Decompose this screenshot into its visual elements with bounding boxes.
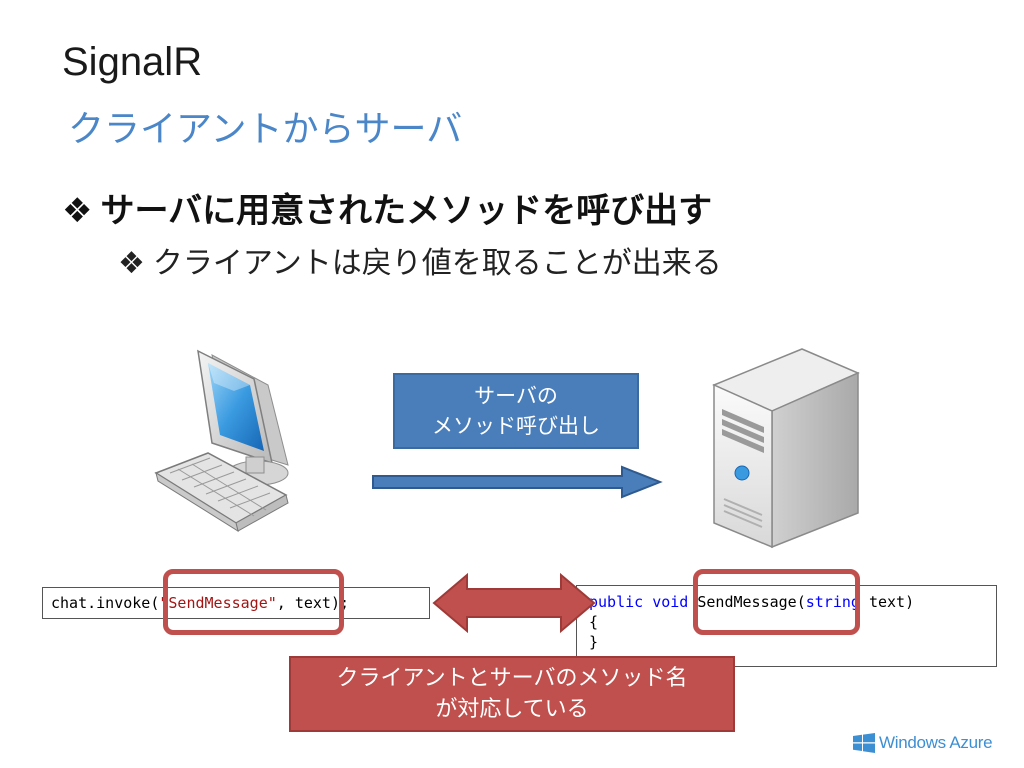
call-label-line-1: サーバの — [474, 384, 558, 408]
server-code-snippet: public void SendMessage(string text) {} — [576, 585, 997, 667]
method-name-note: クライアントとサーバのメソッド名 が対応している — [289, 656, 735, 732]
server-code-keyword-string: string — [805, 593, 860, 611]
server-method-highlight — [693, 569, 860, 635]
double-arrow-icon — [432, 572, 596, 634]
slide-subtitle: クライアントからサーバ — [68, 109, 463, 150]
windows-logo-icon — [853, 733, 875, 753]
bullet-1: ❖サーバに用意されたメソッドを呼び出す — [62, 183, 712, 232]
bullet-1-text: サーバに用意されたメソッドを呼び出す — [100, 191, 713, 231]
server-code-keyword-public: public — [589, 593, 644, 611]
right-arrow-icon — [372, 465, 663, 499]
server-method-call-label: サーバの メソッド呼び出し — [393, 373, 639, 449]
windows-azure-logo: Windows Azure — [853, 732, 993, 754]
server-code-method: SendMessage( — [697, 593, 806, 611]
client-code-prefix: chat.invoke( — [51, 594, 160, 612]
logo-text: Windows Azure — [879, 733, 993, 752]
call-label-line-2: メソッド呼び出し — [432, 414, 600, 438]
client-code-suffix: , text); — [276, 594, 350, 612]
server-tower-icon — [712, 348, 860, 549]
bullet-2-text: クライアントは戻り値を取ることが出来る — [152, 246, 722, 281]
server-code-param: text) — [859, 593, 915, 611]
slide-title: SignalR — [62, 40, 203, 84]
bullet-diamond-icon: ❖ — [62, 191, 93, 231]
bullet-diamond-icon: ❖ — [118, 246, 145, 281]
client-code-snippet: chat.invoke("SendMessage", text); — [42, 587, 430, 619]
server-code-open-brace: { — [589, 613, 599, 631]
note-line-2: が対応している — [435, 697, 589, 722]
bullet-2: ❖クライアントは戻り値を取ることが出来る — [118, 238, 722, 282]
note-line-1: クライアントとサーバのメソッド名 — [336, 666, 688, 691]
server-code-close-brace: } — [589, 633, 599, 651]
server-code-keyword-void: void — [652, 593, 689, 611]
client-code-method-string: "SendMessage" — [159, 594, 277, 612]
client-computer-icon — [154, 349, 289, 533]
client-method-highlight — [163, 569, 344, 635]
